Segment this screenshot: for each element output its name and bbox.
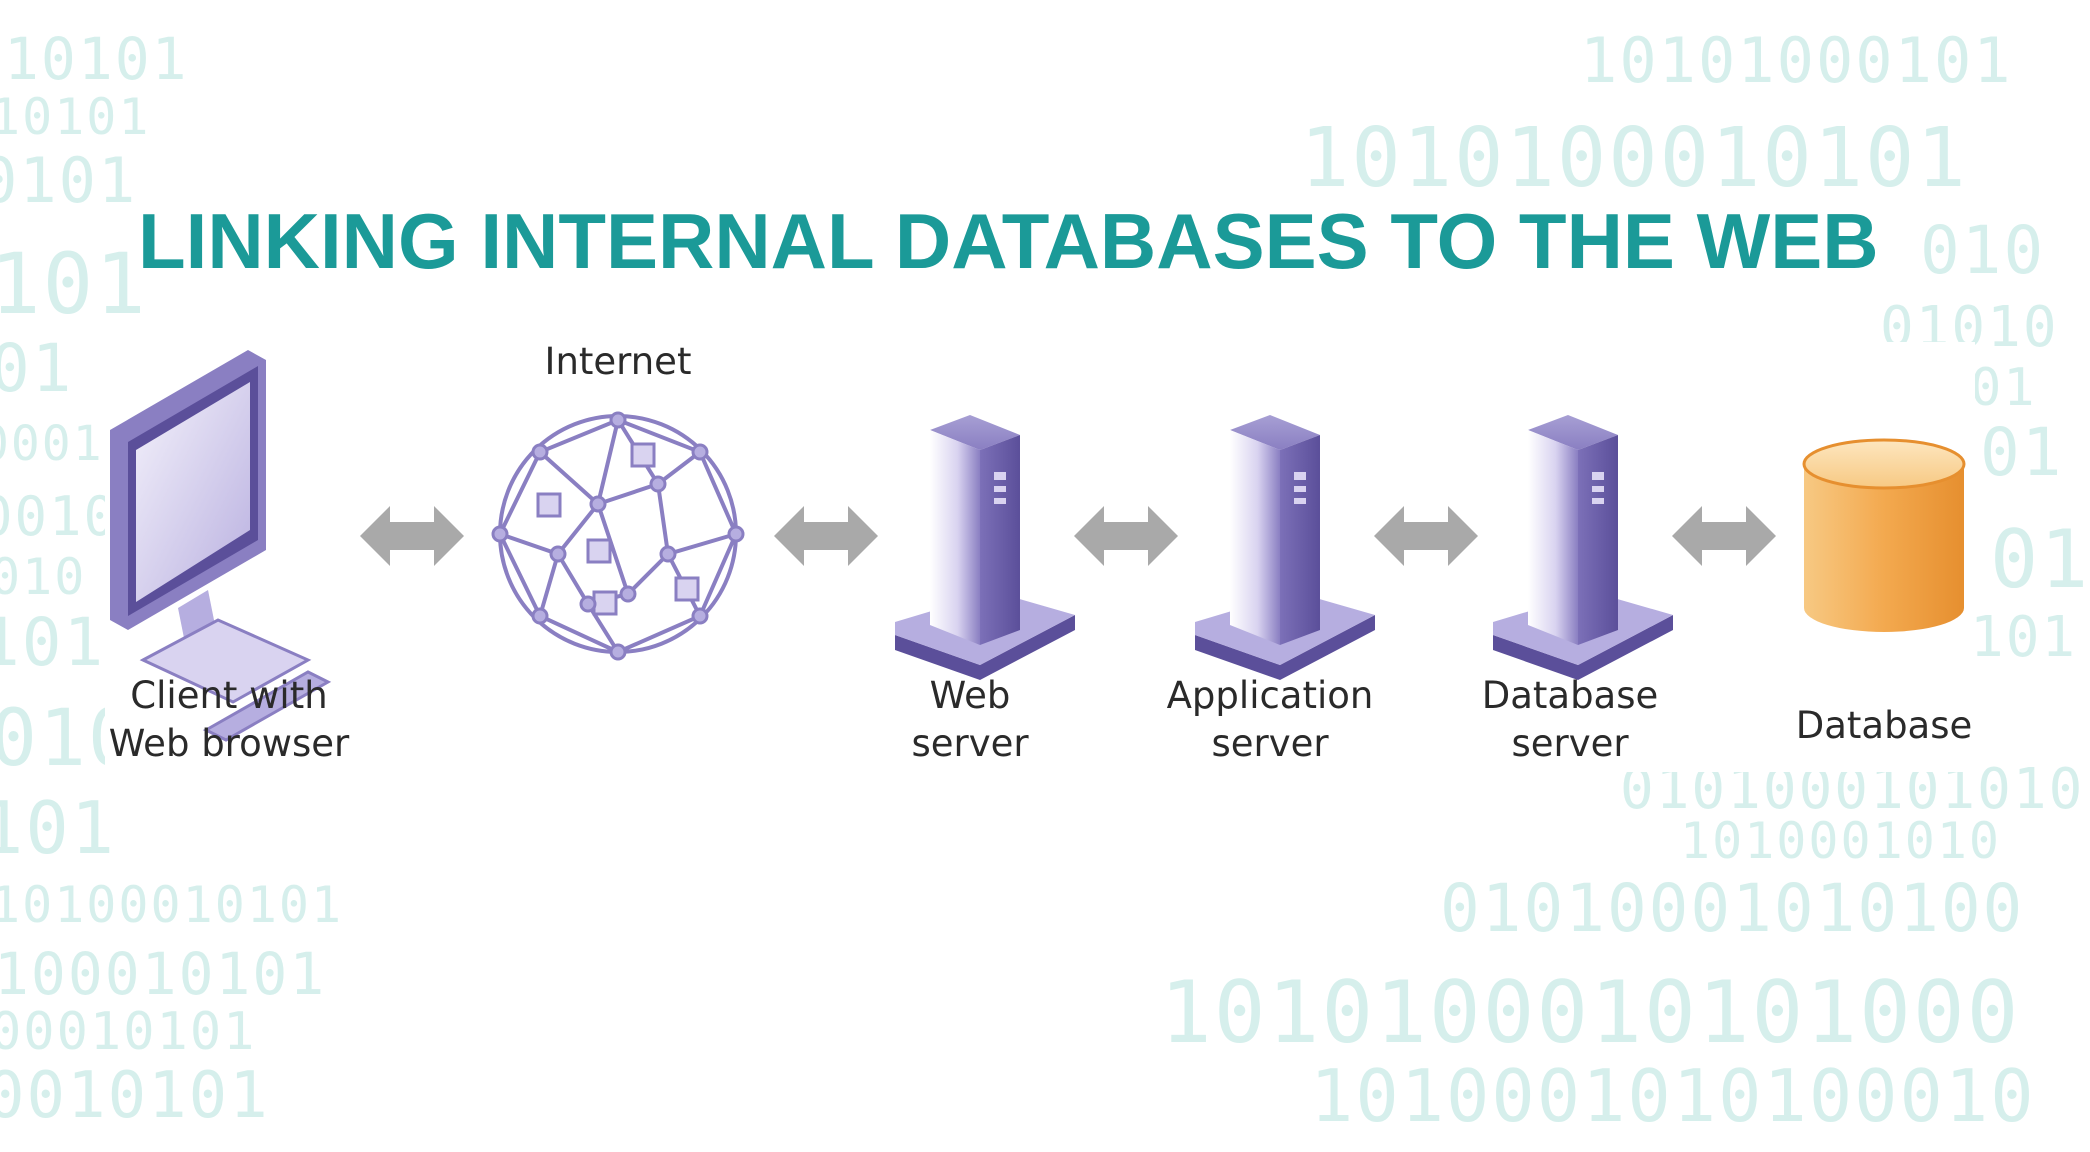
double-arrow-icon <box>1374 506 1478 566</box>
label-line: Client with <box>130 674 328 717</box>
label-line: server <box>1511 722 1629 765</box>
binary-text: 010 <box>1920 212 2046 289</box>
binary-text: 01 <box>1980 414 2064 491</box>
page-title: LINKING INTERNAL DATABASES TO THE WEB <box>138 197 1879 285</box>
label-line: Web browser <box>108 722 350 765</box>
double-arrow-icon <box>774 506 878 566</box>
application-server-label: Application server <box>1150 672 1390 768</box>
binary-text: 1010100010101000 <box>1160 963 2021 1063</box>
binary-text: 0010 <box>0 485 119 548</box>
label-line: server <box>1211 722 1329 765</box>
binary-text: 00010101 <box>0 1002 257 1062</box>
internet-label: Internet <box>508 338 728 386</box>
binary-text: 01 <box>1990 513 2090 606</box>
binary-text: 101 <box>0 235 148 333</box>
binary-text: 1010100010101 <box>1300 111 1968 206</box>
binary-text: 10100010101 <box>0 876 344 934</box>
double-arrow-icon <box>360 506 464 566</box>
label-line: server <box>911 722 1029 765</box>
label-line: Internet <box>544 340 692 383</box>
diagram-panel <box>105 342 1975 772</box>
web-server-label: Web server <box>870 672 1070 768</box>
binary-text: 101 <box>0 604 106 681</box>
database-server-label: Database server <box>1460 672 1680 768</box>
database-cylinder-icon <box>1802 438 1966 632</box>
architecture-diagram <box>110 350 1966 742</box>
label-line: Web <box>929 674 1011 717</box>
server-tower-icon <box>895 415 1075 680</box>
binary-text: 1010001010 <box>1680 812 2002 870</box>
binary-text: 01 <box>1970 358 2037 418</box>
binary-text: 100010101 <box>0 940 327 1008</box>
double-arrow-icon <box>1074 506 1178 566</box>
binary-text: 0101 <box>0 144 138 217</box>
label-line: Database <box>1481 674 1659 717</box>
server-tower-icon <box>1195 415 1375 680</box>
server-tower-icon <box>1493 415 1673 680</box>
binary-text: 101 <box>1970 605 2078 670</box>
binary-text: 0010101 <box>0 1059 270 1133</box>
binary-text: 1010001010100010 <box>1310 1054 2036 1138</box>
binary-text: 10101000101 <box>1580 24 2013 97</box>
binary-text: 10101 <box>0 88 151 146</box>
binary-text: 01010001010100 <box>1440 870 2025 947</box>
binary-text: 01 <box>0 330 74 407</box>
binary-text: 010 <box>0 548 87 606</box>
binary-text: 10101 <box>4 25 189 93</box>
binary-text: 101 <box>0 786 117 870</box>
database-label: Database <box>1774 702 1994 750</box>
label-line: Database <box>1795 704 1973 747</box>
globe-network-icon <box>491 411 745 661</box>
client-label: Client with Web browser <box>98 672 360 768</box>
label-line: Application <box>1166 674 1374 717</box>
binary-text: 0001 <box>0 416 104 472</box>
monitor-icon <box>110 350 332 742</box>
double-arrow-icon <box>1672 506 1776 566</box>
